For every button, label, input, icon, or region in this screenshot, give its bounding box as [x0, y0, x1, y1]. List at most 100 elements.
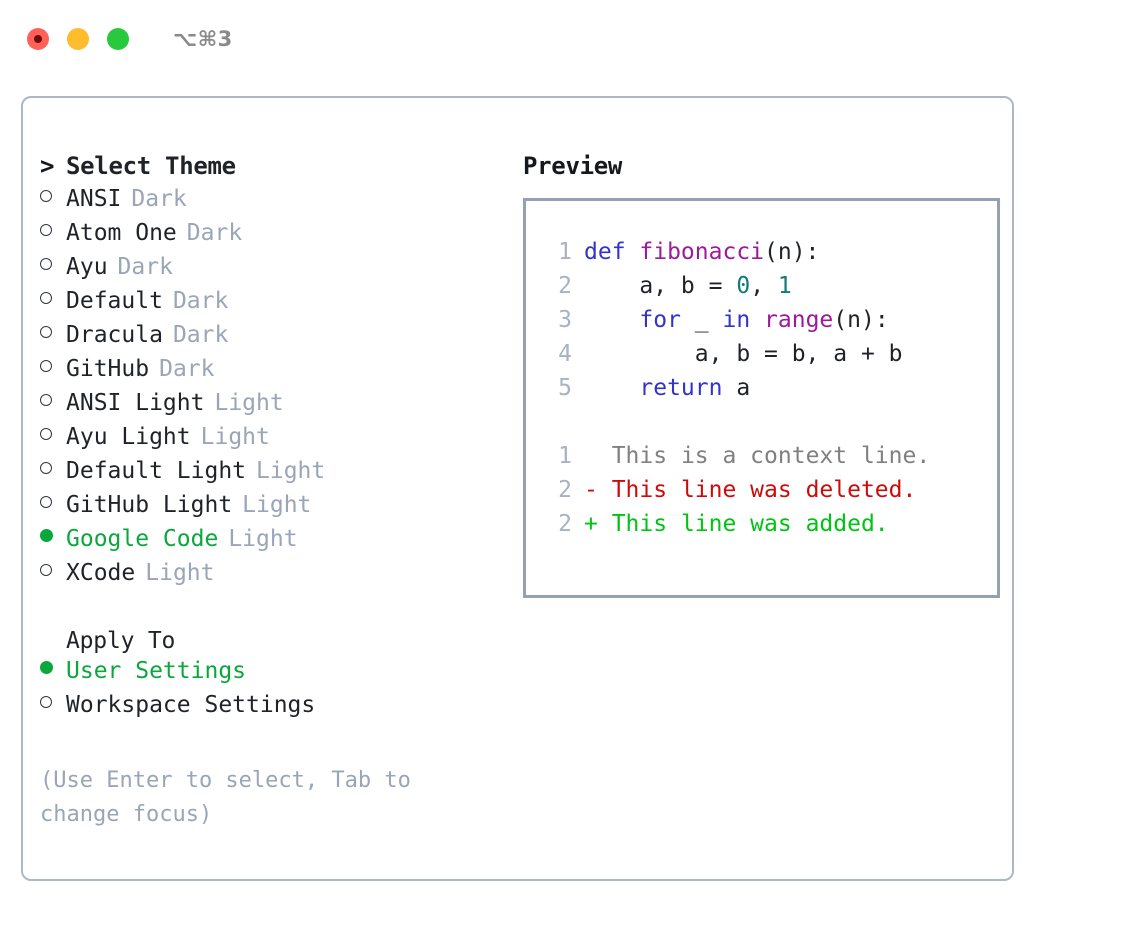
theme-option-label: XCode: [66, 560, 136, 586]
diff-marker-ctx: [584, 443, 598, 469]
code-token-num: 1: [777, 273, 792, 299]
preview-box: 1 def fibonacci(n): 2 a, b = 0, 1 3 for _ i…: [523, 198, 1000, 598]
code-token-num: 0: [736, 273, 751, 299]
code-line: 3 for _ in range(n):: [538, 307, 997, 341]
theme-option-label: Google Code: [66, 526, 219, 552]
select-theme-heading-label: Select Theme: [66, 152, 236, 180]
theme-option-ansi-light[interactable]: ANSI Light Light: [40, 390, 508, 424]
theme-option-label: ANSI: [66, 186, 122, 212]
diff-line-text: This line was deleted.: [597, 477, 917, 503]
radio-selected-icon: [40, 529, 66, 542]
code-token-var: a, b =: [584, 273, 737, 299]
apply-to-option-label: Workspace Settings: [66, 692, 316, 718]
theme-variant-tag: Light: [200, 424, 270, 450]
theme-variant-tag: Dark: [117, 254, 173, 280]
code-token-var: a, b = b, a + b: [584, 341, 903, 367]
theme-option-label: Atom One: [66, 220, 177, 246]
keyboard-hint-text: (Use Enter to select, Tab to change focu…: [40, 768, 411, 827]
radio-unselected-icon: [40, 394, 66, 406]
diff-line-del: 2- This line was deleted.: [538, 477, 997, 511]
theme-option-default-light[interactable]: Default Light Light: [40, 458, 508, 492]
select-theme-heading: > Select Theme: [40, 152, 508, 186]
code-line-content: return a: [584, 375, 750, 401]
apply-to-option-workspace-settings[interactable]: Workspace Settings: [40, 692, 508, 726]
theme-option-xcode[interactable]: XCode Light: [40, 560, 508, 594]
theme-variant-tag: Light: [145, 560, 215, 586]
code-line-content: def fibonacci(n):: [584, 239, 819, 265]
maximize-button-icon[interactable]: [107, 28, 129, 50]
theme-variant-tag: Light: [214, 390, 284, 416]
theme-option-google-code[interactable]: Google Code Light: [40, 526, 508, 560]
theme-option-label: Ayu: [66, 254, 108, 280]
code-token-kw: in: [722, 307, 751, 333]
radio-unselected-icon: [40, 360, 66, 372]
code-token-kw: for: [584, 307, 681, 333]
theme-option-label: GitHub Light: [66, 492, 233, 518]
radio-unselected-icon: [40, 564, 66, 576]
code-line-content: a, b = b, a + b: [584, 341, 903, 367]
theme-option-github[interactable]: GitHub Dark: [40, 356, 508, 390]
radio-unselected-icon: [40, 462, 66, 474]
radio-unselected-icon: [40, 292, 66, 304]
diff-marker-add: +: [584, 511, 598, 537]
theme-option-label: Default: [66, 288, 163, 314]
diff-line-ctx: 1 This is a context line.: [538, 443, 997, 477]
code-token-var: [750, 307, 764, 333]
code-token-fn: range: [764, 307, 834, 333]
theme-option-label: Ayu Light: [66, 424, 191, 450]
code-line: 4 a, b = b, a + b: [538, 341, 997, 375]
code-line-number: 5: [558, 375, 572, 401]
radio-selected-icon: [40, 661, 66, 674]
code-line-content: a, b = 0, 1: [584, 273, 792, 299]
preview-heading: Preview: [523, 152, 623, 180]
preview-column: Preview 1 def fibonacci(n): 2 a, b = 0, 1 3…: [508, 144, 1012, 879]
diff-marker-del: -: [584, 477, 598, 503]
radio-unselected-icon: [40, 258, 66, 270]
code-token-kw: def: [584, 239, 640, 265]
caret-icon: >: [40, 152, 55, 180]
window-titlebar: ⌥⌘3: [0, 0, 1140, 78]
code-line: 5 return a: [538, 375, 997, 409]
minimize-button-icon[interactable]: [67, 28, 89, 50]
theme-option-ayu-light[interactable]: Ayu Light Light: [40, 424, 508, 458]
diff-line-number: 2: [558, 477, 572, 503]
apply-to-option-label: User Settings: [66, 658, 247, 684]
code-line-content: for _ in range(n):: [584, 307, 888, 333]
theme-option-ayu[interactable]: Ayu Dark: [40, 254, 508, 288]
theme-option-label: ANSI Light: [66, 390, 205, 416]
radio-unselected-icon: [40, 224, 66, 236]
code-token-punc: (n):: [764, 239, 820, 265]
diff-line-text: This is a context line.: [597, 443, 931, 469]
diff-line-text: This line was added.: [597, 511, 889, 537]
theme-variant-tag: Light: [256, 458, 326, 484]
radio-unselected-icon: [40, 496, 66, 508]
code-token-var: _: [680, 307, 723, 333]
theme-variant-tag: Light: [228, 526, 298, 552]
keyboard-shortcut-label: ⌥⌘3: [173, 27, 233, 51]
apply-to-option-user-settings[interactable]: User Settings: [40, 658, 508, 692]
traffic-light-controls: [27, 28, 129, 50]
theme-option-label: Default Light: [66, 458, 247, 484]
radio-unselected-icon: [40, 190, 66, 202]
code-line-number: 1: [558, 239, 572, 265]
theme-variant-tag: Dark: [131, 186, 187, 212]
theme-option-ansi[interactable]: ANSI Dark: [40, 186, 508, 220]
code-token-var: a: [722, 375, 751, 401]
code-line-number: 2: [558, 273, 572, 299]
code-preview-block: 1 def fibonacci(n): 2 a, b = 0, 1 3 for _ i…: [538, 239, 997, 409]
diff-line-add: 2+ This line was added.: [538, 511, 997, 545]
close-button-icon[interactable]: [27, 28, 49, 50]
theme-option-label: GitHub: [66, 356, 150, 382]
theme-variant-tag: Dark: [159, 356, 215, 382]
code-line: 1 def fibonacci(n):: [538, 239, 997, 273]
apply-to-heading: Apply To: [66, 628, 176, 654]
